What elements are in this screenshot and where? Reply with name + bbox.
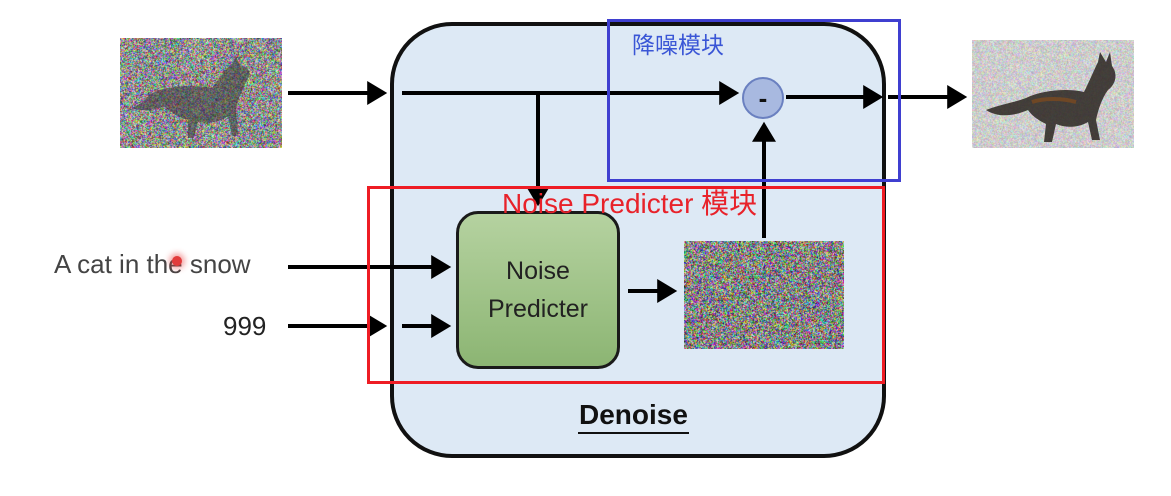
noise-predicter-annotation: Noise Predicter 模块: [502, 188, 758, 219]
noise-predicter-block: Noise Predicter: [456, 211, 620, 369]
denoise-title: Denoise: [578, 398, 689, 434]
step-number-label: 999: [223, 311, 267, 341]
noise-predicter-highlight-frame: [367, 186, 885, 384]
subtract-operator: -: [742, 77, 784, 119]
cat-silhouette: [132, 56, 250, 138]
denoise-step-highlight-frame: [607, 19, 901, 182]
noisy-input-image: [120, 38, 282, 148]
predictor-label-line2: Predicter: [487, 295, 589, 323]
denoised-output-image: [972, 40, 1134, 148]
text-prompt-label: A cat in the snow: [54, 249, 251, 279]
predicted-noise-image: [684, 241, 844, 349]
predictor-label-line1: Noise: [506, 257, 570, 285]
laser-pointer-dot: [172, 256, 182, 266]
predicted-noise-texture: [684, 241, 844, 349]
denoise-annotation: 降噪模块: [632, 33, 724, 59]
cat-silhouette-clear: [986, 52, 1116, 142]
